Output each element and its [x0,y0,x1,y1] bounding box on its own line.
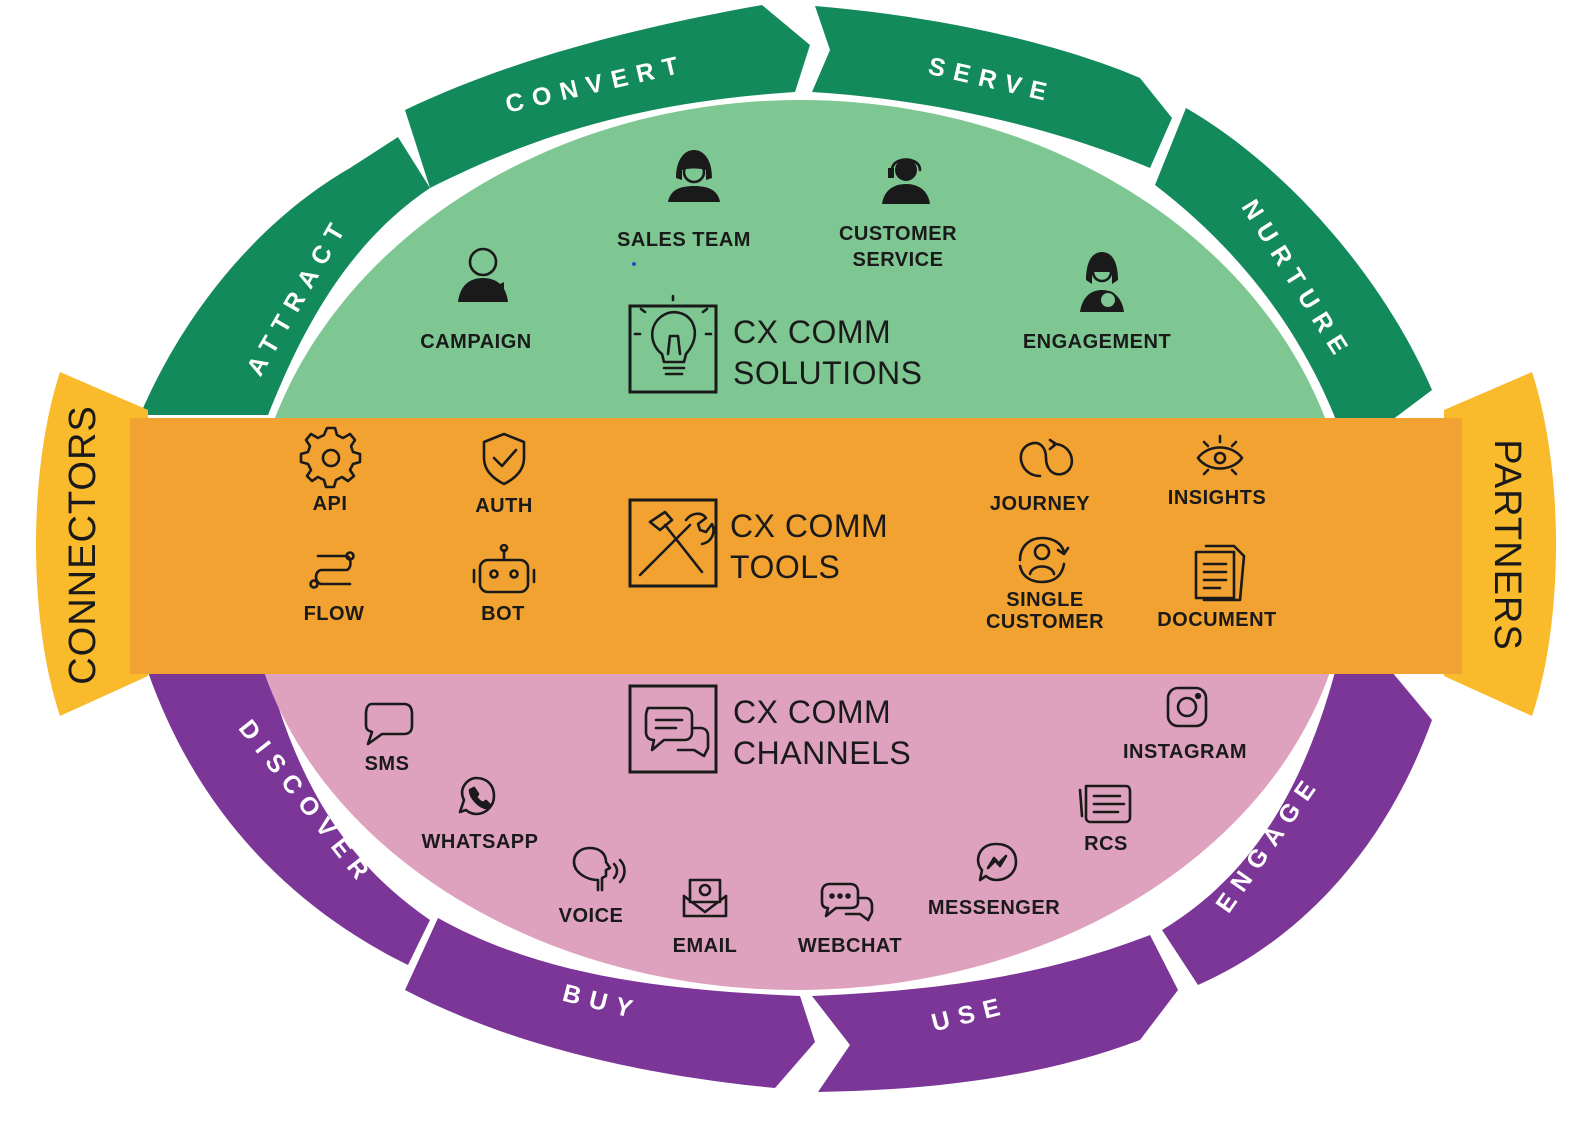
email-envelope-icon [682,878,728,918]
saleswoman-icon [668,150,720,202]
tool-document: DOCUMENT [1157,544,1277,631]
partners-label: PARTNERS [1486,439,1528,650]
webchat-label: WEBCHAT [798,935,902,957]
sms-label: SMS [365,753,410,775]
tools-title-line2: TOOLS [730,549,840,585]
channel-rcs: RCS [1078,784,1132,855]
campaign-person-icon [458,247,508,302]
ring-top [140,5,1432,420]
gear-icon [299,426,362,489]
tool-flow: FLOW [304,551,365,625]
solutions-zone [273,100,1327,422]
channel-email: EMAIL [673,878,738,957]
email-label: EMAIL [673,935,738,957]
customer-service-label-line1: CUSTOMER [839,223,957,245]
document-icon [1194,544,1246,602]
channels-zone [264,672,1330,990]
journey-label: JOURNEY [990,493,1090,515]
ring-segment-use [812,935,1178,1092]
rcs-message-icon [1078,784,1132,824]
solution-engagement: ENGAGEMENT [1023,252,1171,353]
document-label: DOCUMENT [1157,609,1277,631]
solution-customer-service: CUSTOMER SERVICE [839,158,957,271]
channels-title-block: CX COMM CHANNELS [628,684,911,774]
tool-insights: INSIGHTS [1168,434,1266,509]
channel-instagram: INSTAGRAM [1123,686,1247,763]
whatsapp-label: WHATSAPP [422,831,539,853]
speaking-head-icon [572,846,626,892]
rcs-label: RCS [1084,833,1128,855]
tool-auth: AUTH [475,432,533,517]
sms-bubble-icon [364,702,414,746]
solutions-title-block: CX COMM SOLUTIONS [628,294,922,394]
tools-title-line1: CX COMM [730,508,888,544]
sales-team-label: SALES TEAM [617,229,751,251]
channels-title-line1: CX COMM [733,694,891,730]
wrench-hammer-icon [638,510,715,577]
tools-title-block: CX COMM TOOLS [628,498,888,588]
voice-label: VOICE [559,905,624,927]
ring-segment-engage [1162,672,1432,985]
channel-voice: VOICE [559,846,626,927]
channel-sms: SMS [364,702,414,775]
ring-segment-buy [405,918,815,1088]
ring-segment-serve [812,6,1172,168]
tool-journey: JOURNEY [990,438,1090,515]
tool-bot: BOT [472,543,536,625]
instagram-label: INSTAGRAM [1123,741,1247,763]
channel-whatsapp: WHATSAPP [422,776,539,853]
tool-single-customer: SINGLE CUSTOMER [986,536,1104,633]
woman-share-icon [1080,252,1124,312]
blue-dot [632,262,636,266]
channel-messenger: MESSENGER [928,842,1060,919]
messenger-icon [976,842,1018,882]
chat-icon-frame [628,684,718,774]
connectors-label: CONNECTORS [62,405,104,685]
solutions-title-line1: CX COMM [733,314,891,350]
partners-tab [1444,372,1556,716]
ring-segment-nurture [1155,108,1432,420]
solutions-title-line2: SOLUTIONS [733,355,922,391]
connectors-tab [36,372,148,716]
single-customer-label-line2: CUSTOMER [986,611,1104,633]
bot-label: BOT [481,603,525,625]
tool-api: API [299,426,362,515]
engagement-label: ENGAGEMENT [1023,331,1171,353]
instagram-icon [1166,686,1208,728]
channels-title-line2: CHANNELS [733,735,911,771]
ring-segment-discover [148,672,430,965]
tools-icon-frame [628,498,718,588]
campaign-label: CAMPAIGN [420,331,531,353]
whatsapp-icon [458,776,496,816]
single-customer-label-line1: SINGLE [1006,589,1083,611]
auth-label: AUTH [475,495,533,517]
headset-agent-icon [882,158,930,204]
ring-bottom [148,672,1432,1092]
tools-band [130,418,1462,674]
channel-webchat: WEBCHAT [798,882,902,957]
webchat-bubbles-icon [820,882,874,922]
journey-cycle-icon [1019,438,1074,478]
flow-label: FLOW [304,603,365,625]
eye-icon [1196,434,1244,476]
shield-check-icon [482,432,526,486]
lightbulb-icon-frame [628,304,718,394]
flow-path-icon [309,551,355,589]
lightbulb-icon [633,294,713,376]
insights-label: INSIGHTS [1168,487,1266,509]
customer-cycle-icon [1018,536,1070,584]
api-label: API [313,493,348,515]
chat-bubbles-icon [644,706,710,758]
ring-segment-convert [405,5,810,188]
solution-sales-team: SALES TEAM [617,150,751,266]
robot-icon [472,543,536,594]
solution-campaign: CAMPAIGN [420,247,531,353]
customer-service-label-line2: SERVICE [853,249,944,271]
messenger-label: MESSENGER [928,897,1060,919]
ring-segment-attract [140,137,430,415]
